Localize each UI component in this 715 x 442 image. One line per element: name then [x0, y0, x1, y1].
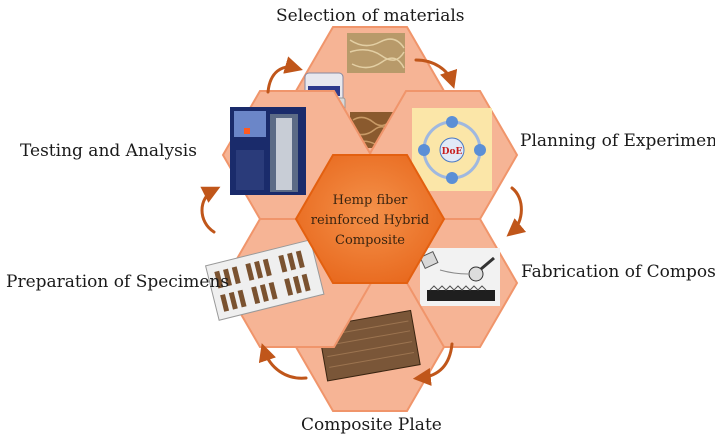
- cycle-arrows: [200, 56, 527, 386]
- doe-chart: DoE: [412, 108, 492, 191]
- arrow-preparation-to-testing: [200, 186, 221, 234]
- arrow-planning-to-fabrication: [506, 186, 527, 237]
- center-label-line-1: Hemp fiber: [333, 193, 408, 208]
- center-hexagon: Hemp fiber reinforced Hybrid Composite: [294, 154, 446, 284]
- arrow-selection-to-planning: [414, 58, 458, 89]
- label-testing: Testing and Analysis: [20, 141, 197, 161]
- doe-label: DoE: [442, 147, 463, 157]
- label-fabrication: Fabrication of Composite: [521, 262, 715, 282]
- center-label-line-2: reinforced Hybrid: [311, 213, 429, 228]
- specimen-tray-photo: [204, 239, 325, 321]
- arrow-fabrication-to-plate: [412, 342, 454, 386]
- label-plate: Composite Plate: [301, 415, 442, 435]
- label-preparation: Preparation of Specimens: [6, 272, 230, 292]
- testing-machine-photo: [230, 107, 306, 195]
- hand-layup-illustration: [419, 248, 500, 306]
- arrow-plate-to-preparation: [258, 343, 308, 380]
- label-planning: Planning of Experiment: [520, 131, 715, 151]
- center-label-line-3: Composite: [335, 233, 405, 248]
- arrow-testing-to-selection: [266, 56, 303, 94]
- label-selection: Selection of materials: [276, 6, 465, 26]
